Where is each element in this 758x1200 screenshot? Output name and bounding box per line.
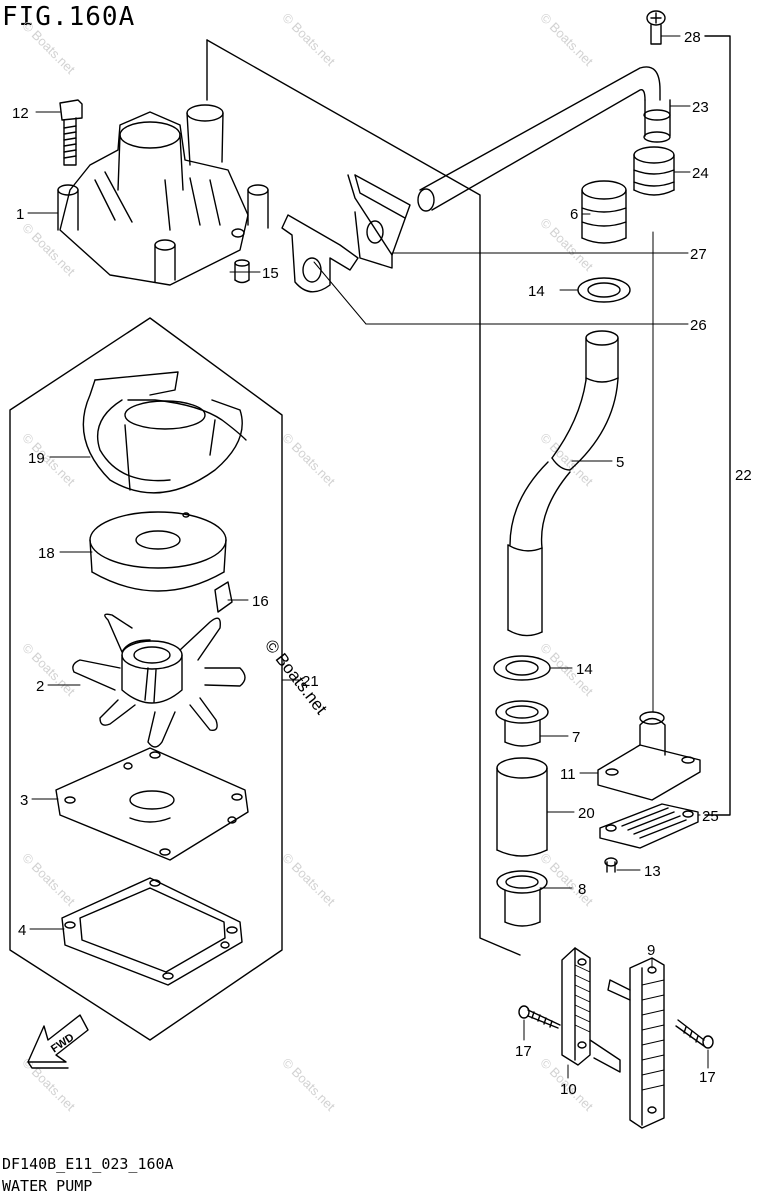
callout-19: 19: [28, 450, 45, 467]
washer-14a: [577, 277, 631, 303]
grommet-6: [581, 180, 627, 244]
callout-14b: 14: [576, 661, 593, 678]
bracket-22: [704, 35, 731, 816]
callout-15: 15: [262, 265, 279, 282]
callout-22: 22: [735, 467, 752, 484]
callout-11: 11: [560, 766, 576, 783]
callout-9: 9: [647, 942, 655, 959]
screw-17a: [518, 1005, 561, 1029]
callout-2: 2: [36, 678, 44, 695]
screw-17b: [675, 1019, 714, 1049]
kit-outline: [9, 317, 283, 1041]
callout-20: 20: [578, 805, 595, 822]
callout-3: 3: [20, 792, 28, 809]
key-16: [214, 581, 233, 613]
callout-21: 21: [302, 673, 319, 690]
clamp-26: [281, 214, 359, 293]
pipe-23: [417, 66, 671, 212]
bracket-9: [607, 957, 665, 1129]
screw-13: [604, 857, 618, 873]
callout-6: 6: [570, 206, 578, 223]
housing-18: [89, 511, 227, 592]
fwd-arrow-icon: FWD: [27, 1014, 89, 1069]
callout-4: 4: [18, 922, 26, 939]
callout-10: 10: [560, 1081, 577, 1098]
bushing-7: [495, 700, 549, 747]
sleeve-20: [496, 757, 548, 857]
grommet-24: [633, 146, 675, 196]
bracket-10: [561, 947, 621, 1073]
seal-ring-19: [82, 371, 247, 494]
callout-12: 12: [12, 105, 29, 122]
callout-labels: 12 1 15 28 23 24 6 27 14 26 19 5 22 18 1…: [12, 29, 752, 1098]
callout-27: 27: [690, 246, 707, 263]
pump-case-1: [57, 104, 269, 286]
figure-name: WATER PUMP: [2, 1177, 93, 1195]
callout-25: 25: [702, 808, 719, 825]
callout-13: 13: [644, 863, 661, 880]
pipe-set-outline: [206, 39, 521, 956]
bushing-8: [496, 870, 548, 927]
leader-lines: [27, 35, 709, 1079]
inlet-plate-11: [597, 231, 701, 801]
callout-7: 7: [572, 729, 580, 746]
figure-title: FIG.160A: [2, 2, 136, 32]
washer-14b: [493, 655, 551, 681]
callout-23: 23: [692, 99, 709, 116]
callout-17a: 17: [515, 1043, 532, 1060]
callout-16: 16: [252, 593, 269, 610]
strainer-25: [599, 803, 699, 849]
bolt-12: [59, 99, 83, 166]
impeller-2: [72, 613, 246, 748]
callout-8: 8: [578, 881, 586, 898]
figure-code: DF140B_E11_023_160A: [2, 1155, 174, 1173]
callout-18: 18: [38, 545, 55, 562]
callout-14a: 14: [528, 283, 545, 300]
callout-26: 26: [690, 317, 707, 334]
callout-5: 5: [616, 454, 624, 471]
callout-1: 1: [16, 206, 24, 223]
callout-17b: 17: [699, 1069, 716, 1086]
pin-15: [234, 259, 250, 284]
wear-plate-3: [55, 747, 249, 861]
callout-24: 24: [692, 165, 709, 182]
hose-5: [507, 330, 619, 637]
screw-28: [646, 10, 666, 45]
callout-28: 28: [684, 29, 701, 46]
bracket-27: [347, 174, 411, 269]
gasket-4: [61, 877, 243, 986]
